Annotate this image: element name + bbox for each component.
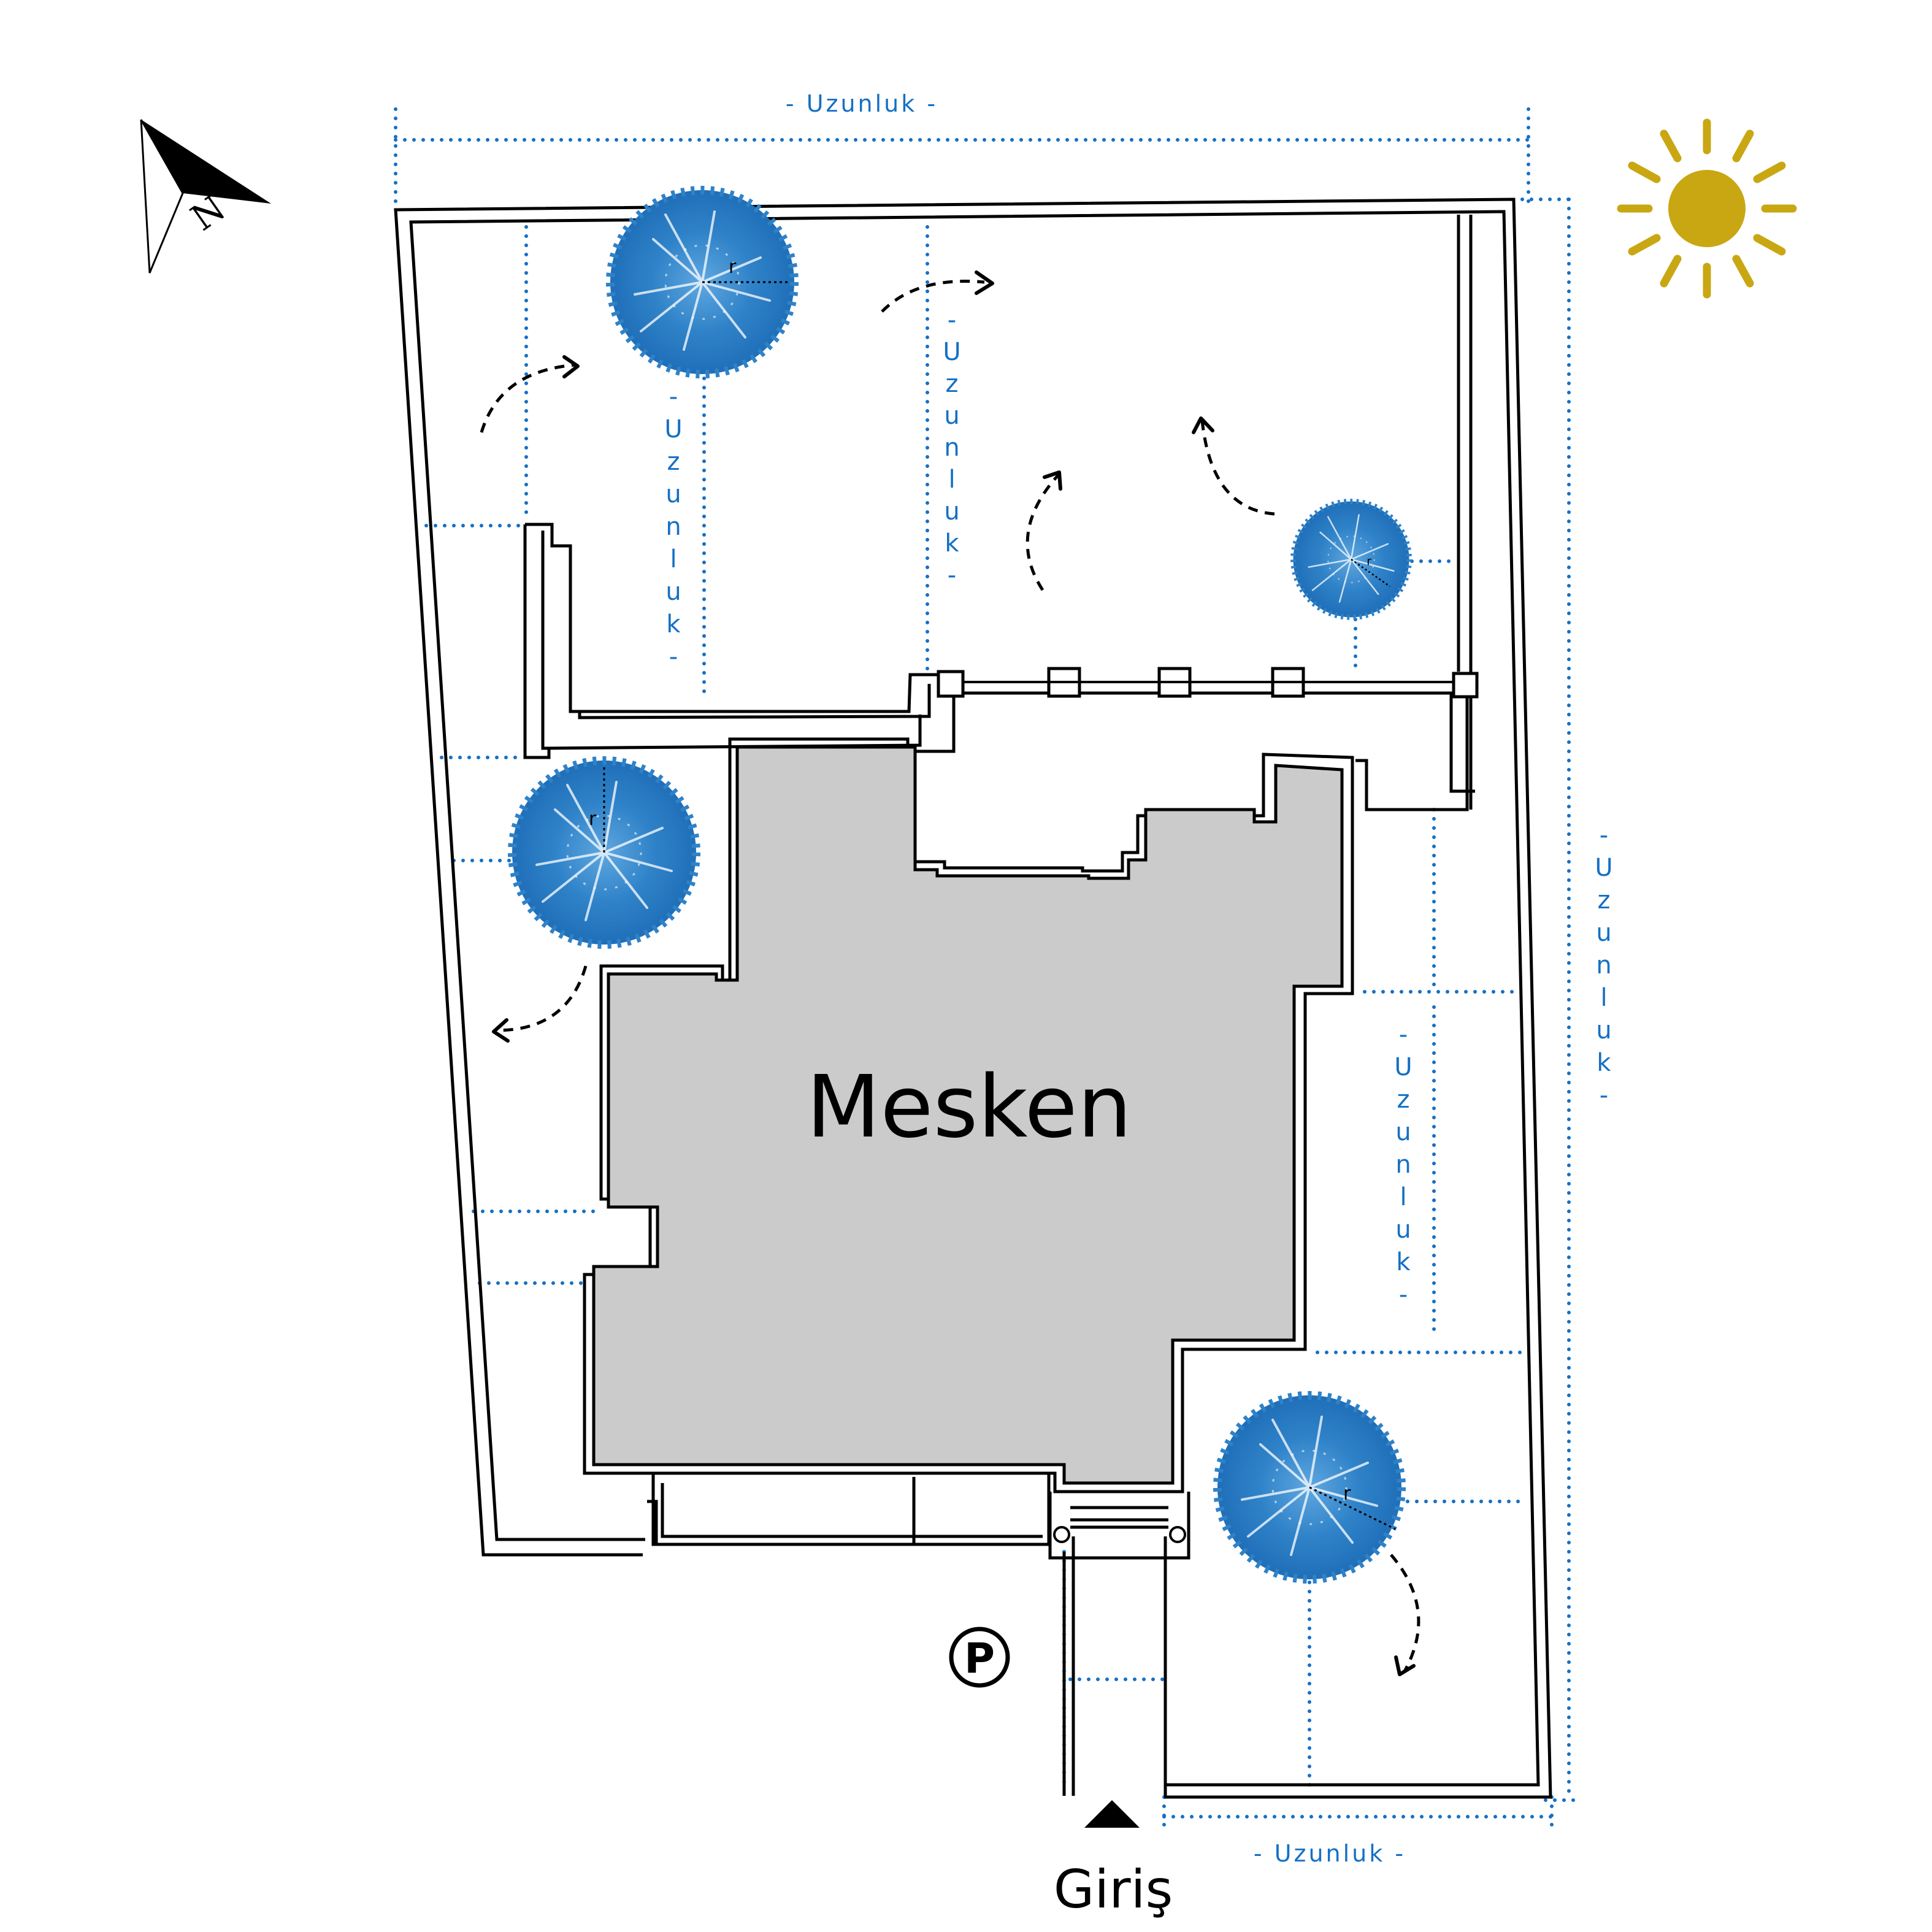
dimension-glyph: u — [665, 578, 681, 606]
dimension-glyph: u — [1596, 919, 1611, 947]
entrance-block — [647, 1473, 1190, 1796]
dimension-glyph: U — [664, 415, 682, 443]
building-mesken: Mesken — [583, 737, 1354, 1493]
dimension-glyph: - — [1399, 1021, 1408, 1049]
plot-boundary — [394, 197, 1552, 1799]
tree-2: r — [512, 761, 696, 945]
dimension-glyph: l — [670, 545, 677, 573]
dimension-glyph: u — [944, 497, 959, 526]
dimension-glyph: l — [948, 466, 955, 494]
dimension-lines — [394, 107, 1578, 1836]
dimension-glyph: n — [944, 434, 959, 462]
dimension-glyph: u — [1596, 1016, 1611, 1045]
dimension-glyph: k — [945, 529, 959, 558]
dimension-glyph: - — [669, 643, 678, 671]
dimension-glyph: k — [1597, 1049, 1611, 1077]
dimension-glyph: - — [1600, 1081, 1608, 1110]
dimension-glyph: - — [948, 306, 956, 334]
dimension-glyph: k — [666, 610, 681, 638]
tree-4: r — [1217, 1395, 1401, 1579]
tree-radius-label: r — [589, 808, 597, 830]
north-arrow-icon: N — [140, 119, 271, 274]
tree-3: r — [1294, 502, 1409, 618]
dimension-glyph: k — [1396, 1248, 1411, 1276]
entrance-label: Giriş — [1054, 1859, 1173, 1920]
dimension-glyph: n — [665, 513, 681, 541]
dimension-glyph: U — [1394, 1053, 1412, 1081]
tree-radius-label: r — [1367, 554, 1371, 568]
dimension-label-vertical-upper-left: -Uzunluk- — [664, 383, 682, 671]
parking-icon: P — [949, 1627, 1010, 1688]
dimension-glyph: - — [1399, 1281, 1408, 1309]
dimension-glyph: z — [946, 370, 959, 398]
tree-radius-label: r — [729, 256, 737, 278]
dimension-glyph: U — [943, 338, 960, 366]
dimension-glyph: u — [1395, 1118, 1411, 1146]
parking-label: P — [964, 1635, 995, 1683]
tree-1: r — [610, 190, 794, 374]
dimension-glyph: - — [1600, 821, 1608, 849]
dimension-label-vertical-upper-middle: -Uzunluk- — [943, 306, 960, 589]
entrance-arrow-icon — [1084, 1800, 1140, 1828]
sun-icon — [1617, 118, 1797, 299]
building-label: Mesken — [807, 1057, 1132, 1157]
dimension-glyph: u — [944, 402, 959, 430]
tree-radius-label: r — [1343, 1483, 1351, 1505]
dimension-glyph: n — [1596, 951, 1611, 979]
dimension-glyph: z — [1598, 886, 1611, 914]
flow-arrows — [480, 270, 1420, 1676]
dimension-glyph: - — [669, 383, 678, 411]
dimension-glyph: n — [1395, 1151, 1411, 1179]
dimension-glyph: l — [1600, 984, 1607, 1012]
terrace-walls — [523, 523, 1479, 811]
dimension-label-vertical-right-inner: -Uzunluk- — [1394, 1021, 1412, 1309]
dimension-glyph: z — [1397, 1086, 1410, 1114]
dimension-label-vertical-right-outer: -Uzunluk- — [1595, 821, 1612, 1110]
dimension-glyph: U — [1595, 854, 1612, 882]
dimension-glyph: - — [948, 561, 956, 589]
dimension-label-bottom: - Uzunluk - — [1254, 1840, 1406, 1867]
dimension-glyph: z — [667, 448, 680, 476]
dimension-label-top: - Uzunluk - — [786, 90, 938, 117]
entrance-marker: Giriş — [1054, 1800, 1173, 1920]
dimension-glyph: l — [1400, 1183, 1406, 1211]
dimension-glyph: u — [1395, 1216, 1411, 1244]
dimension-glyph: u — [665, 480, 681, 508]
